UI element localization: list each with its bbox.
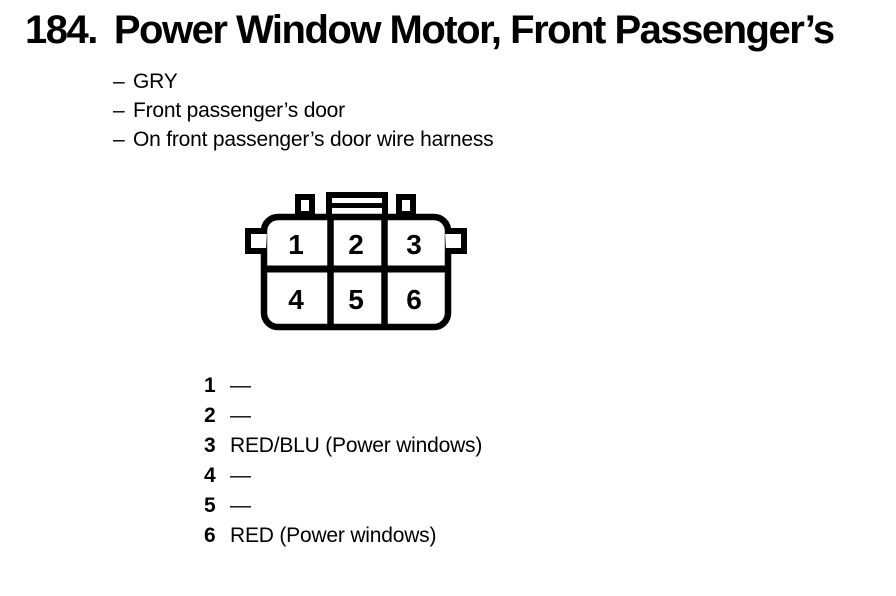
connector-cell-number-5: 5 [348,284,364,315]
detail-row-location: – Front passenger’s door [113,96,494,125]
pin-wire-label: — [230,374,251,397]
detail-row-color: – GRY [113,67,494,96]
page-title: 184. Power Window Motor, Front Passenger… [25,8,835,52]
connector-ear-left [245,228,267,254]
connector-cell-number-1: 1 [288,229,304,260]
pin-wire-label: — [230,494,251,517]
dash-marker: – [113,128,125,151]
connector-cell-number-2: 2 [348,229,364,260]
pin-row-2: 2 — [204,401,482,431]
pin-row-1: 1 — [204,371,482,401]
dash-marker: – [113,70,125,93]
pin-row-4: 4 — [204,461,482,491]
pin-number: 4 [204,464,216,487]
dash-marker: – [113,99,125,122]
connector-details: – GRY – Front passenger’s door – On fron… [113,67,494,154]
connector-top-tab-right [396,194,416,217]
connector-cell-number-6: 6 [406,284,422,315]
detail-row-harness: – On front passenger’s door wire harness [113,125,494,154]
pin-number: 1 [204,374,216,397]
connector-cell-number-3: 3 [406,229,422,260]
connector-cell-number-4: 4 [288,284,304,315]
pin-wire-label: RED/BLU (Power windows) [230,434,483,457]
detail-text: Front passenger’s door [133,99,345,122]
pin-row-5: 5 — [204,491,482,521]
pin-wire-label: RED (Power windows) [230,524,437,547]
pin-number: 5 [204,494,216,517]
pin-number: 6 [204,524,216,547]
connector-diagram: 1 2 3 4 5 6 [230,185,475,340]
pin-row-6: 6 RED (Power windows) [204,521,482,551]
detail-text: On front passenger’s door wire harness [133,128,494,151]
pin-number: 2 [204,404,216,427]
connector-ear-right [445,228,467,254]
pin-wire-list: 1 — 2 — 3 RED/BLU (Power windows) 4 — 5 … [204,371,482,551]
pin-wire-label: — [230,464,251,487]
title-text: Power Window Motor, Front Passenger’s [113,8,835,52]
pin-wire-label: — [230,404,251,427]
pin-row-3: 3 RED/BLU (Power windows) [204,431,482,461]
detail-text: GRY [133,70,178,93]
title-index-number: 184. [25,8,98,52]
connector-top-tab-left [295,194,315,217]
pin-number: 3 [204,434,216,457]
